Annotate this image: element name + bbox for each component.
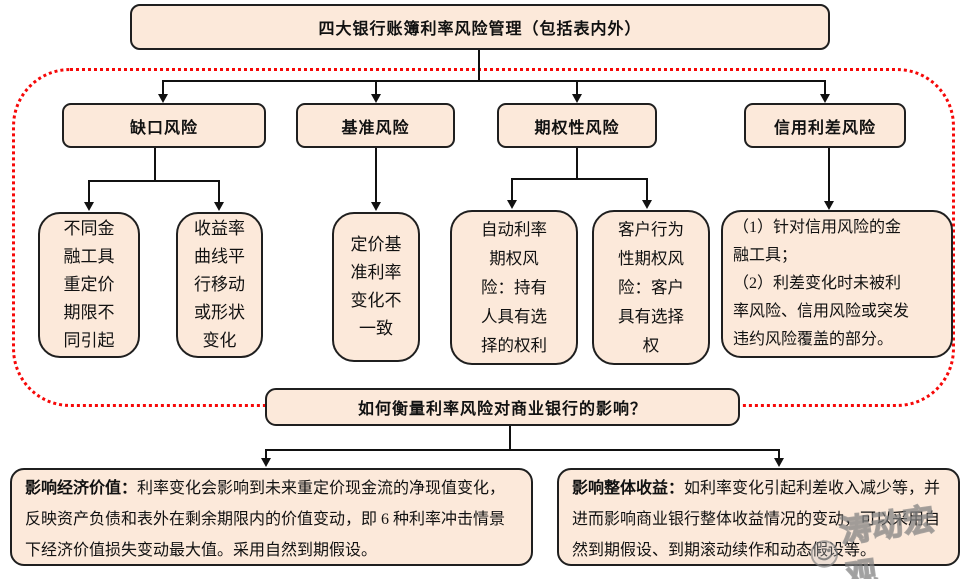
detail-credit-spread: （1）针对信用风险的金 融工具； （2）利差变化时未被利 率风险、信用风险或突发… bbox=[721, 210, 953, 358]
arrowhead-icon bbox=[642, 200, 652, 209]
category-credit-spread-risk: 信用利差风险 bbox=[744, 103, 906, 148]
detail-text: 客户行为 性期权风 险：客户 具有选择 权 bbox=[618, 220, 684, 355]
connector-line bbox=[154, 148, 156, 181]
detail-auto-option: 自动利率 期权风 险：持有 人具有选 择的权利 bbox=[450, 210, 578, 365]
arrowhead-icon bbox=[84, 202, 94, 211]
category-label: 信用利差风险 bbox=[773, 119, 876, 137]
connector-line bbox=[88, 180, 90, 203]
connector-line bbox=[163, 80, 826, 82]
connector-line bbox=[576, 80, 578, 95]
connector-line bbox=[375, 80, 377, 95]
detail-gap-repricing: 不同金 融工具 重定价 期限不 同引起 bbox=[38, 212, 140, 358]
category-label: 期权性风险 bbox=[534, 119, 620, 137]
question-box: 如何衡量利率风险对商业银行的影响？ bbox=[265, 388, 740, 426]
connector-line bbox=[511, 178, 513, 201]
connector-line bbox=[828, 148, 830, 201]
impact-overall-earnings: 影响整体收益：如利率变化引起利差收入减少等，并进而影响商业银行整体收益情况的变动… bbox=[557, 468, 960, 566]
impact-label: 影响整体收益： bbox=[572, 480, 685, 497]
arrowhead-icon bbox=[158, 94, 168, 103]
connector-line bbox=[509, 426, 511, 451]
arrowhead-icon bbox=[824, 201, 834, 210]
connector-line bbox=[511, 178, 648, 180]
detail-text: （1）针对信用风险的金 融工具； （2）利差变化时未被利 率风险、信用风险或突发… bbox=[733, 219, 910, 348]
connector-line bbox=[646, 178, 648, 201]
detail-behavioral-option: 客户行为 性期权风 险：客户 具有选择 权 bbox=[592, 210, 710, 365]
category-label: 缺口风险 bbox=[129, 119, 198, 137]
impact-text: 利率变化会影响到未来重定价现金流的净现值变化，反映资产负债和表外在剩余期限内的价… bbox=[25, 480, 506, 559]
detail-text: 不同金 融工具 重定价 期限不 同引起 bbox=[63, 219, 115, 350]
arrowhead-icon bbox=[371, 94, 381, 103]
arrowhead-icon bbox=[371, 202, 381, 211]
arrowhead-icon bbox=[820, 94, 830, 103]
category-basis-risk: 基准风险 bbox=[296, 103, 455, 148]
connector-line bbox=[265, 449, 780, 451]
impact-text: 如利率变化引起利差收入减少等，并进而影响商业银行整体收益情况的变动，可以采用自然… bbox=[572, 480, 941, 559]
arrowhead-icon bbox=[507, 200, 517, 209]
arrowhead-icon bbox=[774, 458, 784, 467]
connector-line bbox=[576, 148, 578, 179]
detail-text: 定价基 准利率 变化不 一致 bbox=[350, 235, 402, 338]
detail-benchmark-rate: 定价基 准利率 变化不 一致 bbox=[332, 212, 420, 362]
title-box: 四大银行账簿利率风险管理（包括表内外） bbox=[130, 4, 830, 50]
category-label: 基准风险 bbox=[341, 119, 410, 137]
category-gap-risk: 缺口风险 bbox=[62, 103, 266, 148]
connector-line bbox=[162, 80, 164, 95]
connector-line bbox=[778, 449, 780, 459]
impact-label: 影响经济价值： bbox=[25, 480, 138, 497]
page-title: 四大银行账簿利率风险管理（包括表内外） bbox=[318, 21, 642, 38]
question-text: 如何衡量利率风险对商业银行的影响？ bbox=[357, 401, 647, 418]
connector-line bbox=[478, 50, 480, 81]
detail-text: 自动利率 期权风 险：持有 人具有选 择的权利 bbox=[481, 220, 547, 355]
category-option-risk: 期权性风险 bbox=[497, 103, 657, 148]
connector-line bbox=[218, 180, 220, 203]
connector-line bbox=[824, 80, 826, 95]
connector-line bbox=[88, 180, 220, 182]
connector-line bbox=[265, 449, 267, 459]
arrowhead-icon bbox=[572, 94, 582, 103]
detail-text: 收益率 曲线平 行移动 或形状 变化 bbox=[194, 219, 245, 350]
connector-line bbox=[375, 148, 377, 202]
arrowhead-icon bbox=[261, 458, 271, 467]
arrowhead-icon bbox=[214, 202, 224, 211]
detail-yield-curve: 收益率 曲线平 行移动 或形状 变化 bbox=[176, 212, 263, 358]
impact-economic-value: 影响经济价值：利率变化会影响到未来重定价现金流的净现值变化，反映资产负债和表外在… bbox=[10, 468, 533, 566]
